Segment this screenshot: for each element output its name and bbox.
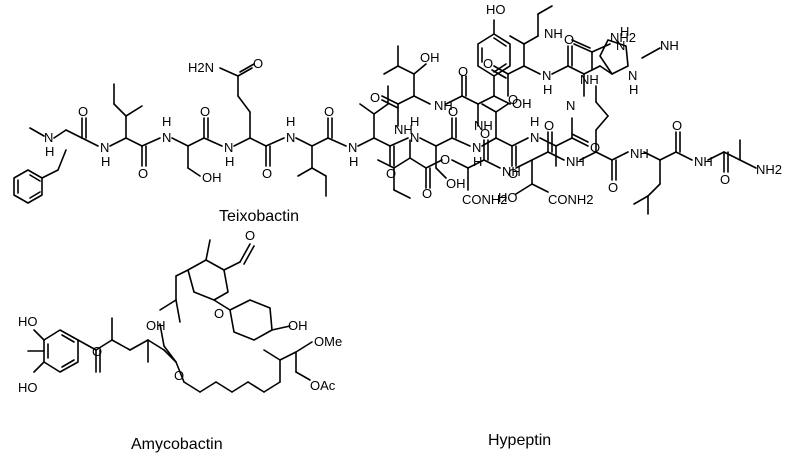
n-methyl-n-label: N (44, 130, 53, 145)
amycobactin-structure: HO HO O O OAc OMe (18, 228, 342, 453)
hyasn-conh2: CONH2 (548, 192, 594, 207)
carbonyl-o-6: O (386, 166, 396, 181)
amide-n-1: N (100, 140, 109, 155)
ser-hydroxyl-1: OH (202, 170, 222, 185)
asn-conh2: CONH2 (462, 192, 508, 207)
aromatic-hydroxyl-bottom: HO (18, 380, 38, 395)
hyasn-carbonyl-o: O (544, 118, 554, 133)
macrolide-hydroxyl: OH (146, 318, 166, 333)
hylle-carbonyl-o: O (370, 90, 380, 105)
hypeptin-caption: Hypeptin (488, 432, 551, 449)
acetate-group: OAc (310, 378, 336, 393)
amycobactin-caption: Amycobactin (131, 436, 223, 453)
ile-amide-n: NH (394, 122, 413, 137)
gln-amide-nh2: H2N (188, 60, 214, 75)
tyr-hydroxyl: OH (512, 96, 532, 111)
endur-ring-h: H (620, 24, 629, 39)
methoxy-group: OMe (314, 334, 342, 349)
carbonyl-o-4: O (262, 166, 272, 181)
hypeptin-structure: HO OH NH O NH OH O NH (370, 2, 782, 449)
ile-carbonyl-o: O (422, 186, 432, 201)
spiro-ketone-o: O (245, 228, 255, 243)
phenol-hydroxyl: HO (486, 2, 506, 17)
phenyl-ring (13, 149, 67, 204)
amide-n-2: N (162, 130, 171, 145)
hyasn-hydroxyl: HO (498, 190, 518, 205)
hylle-amide-n: NH (434, 98, 453, 113)
ring-amide-n: N (542, 68, 551, 83)
tyr-carbonyl-o: O (458, 64, 468, 79)
carbonyl-o-9: O (590, 140, 600, 155)
amide-h-6: H (410, 114, 419, 129)
endur-ring-n-bottom: N (628, 68, 637, 83)
amide-h-2: H (162, 114, 171, 129)
gln-carbonyl-o: O (253, 56, 263, 71)
tyr-amide-n: NH (474, 118, 493, 133)
endur-ring-n-top: N (616, 38, 625, 53)
amide-h-4: H (286, 114, 295, 129)
leu-amide-n: NH (630, 146, 649, 161)
ring-amide-h: H (543, 82, 552, 97)
carbonyl-o-8: O (508, 166, 518, 181)
endur-ring-h-bottom: H (629, 82, 638, 97)
macrolide-ring-o: O (174, 368, 184, 383)
amide-h-7: H (473, 154, 482, 169)
hylle-hydroxyl: OH (420, 50, 440, 65)
endur-imine: NH (660, 38, 679, 53)
amide-n-3: N (224, 140, 233, 155)
amide-n-9: N (566, 98, 575, 113)
arg-guanidine-nh: NH (580, 72, 599, 87)
asn-carbonyl-o: O (480, 126, 490, 141)
ester-o: O (440, 152, 450, 167)
carbonyl-o-5: O (324, 104, 334, 119)
ester-ring-o: O (508, 92, 518, 107)
carbonyl-o-1: O (78, 104, 88, 119)
carbonyl-o-2: O (138, 166, 148, 181)
teixobactin-structure: N H O N H O H N OH O N H (13, 5, 679, 225)
ala-carbonyl-o: O (720, 172, 730, 187)
leu-carbonyl-o: O (672, 118, 682, 133)
ala-amide-n: NH (694, 154, 713, 169)
amide-h-8: H (530, 114, 539, 129)
amide-n-6: N (410, 130, 419, 145)
amide-h-5: H (349, 154, 358, 169)
arg-amine-nh2: NH2 (610, 30, 636, 45)
carbonyl-o-3: O (200, 104, 210, 119)
amide-n-4: N (286, 130, 295, 145)
arg-carbonyl-o: O (608, 180, 618, 195)
amide-n-8: N (530, 130, 539, 145)
amide-n-7: N (472, 140, 481, 155)
aromatic-hydroxyl-top: HO (18, 314, 38, 329)
amide-h-1: H (101, 154, 110, 169)
arg-imine-nh: NH (544, 26, 563, 41)
arg-amide-n: NH (566, 154, 585, 169)
carbonyl-o-7: O (448, 104, 458, 119)
n-methyl-h-label: H (45, 144, 54, 159)
ester-carbonyl-o: O (483, 56, 493, 71)
ser-hydroxyl-2: OH (446, 176, 466, 191)
teixobactin-caption: Teixobactin (219, 208, 299, 225)
amide-h-3: H (225, 154, 234, 169)
ala-terminal-nh2: NH2 (756, 162, 782, 177)
spiroketal-o: O (214, 306, 224, 321)
ketone-o: O (92, 344, 102, 359)
ring-carbonyl-o: O (564, 32, 574, 47)
ring-hydroxyl: OH (288, 318, 308, 333)
amide-n-5: N (348, 140, 357, 155)
